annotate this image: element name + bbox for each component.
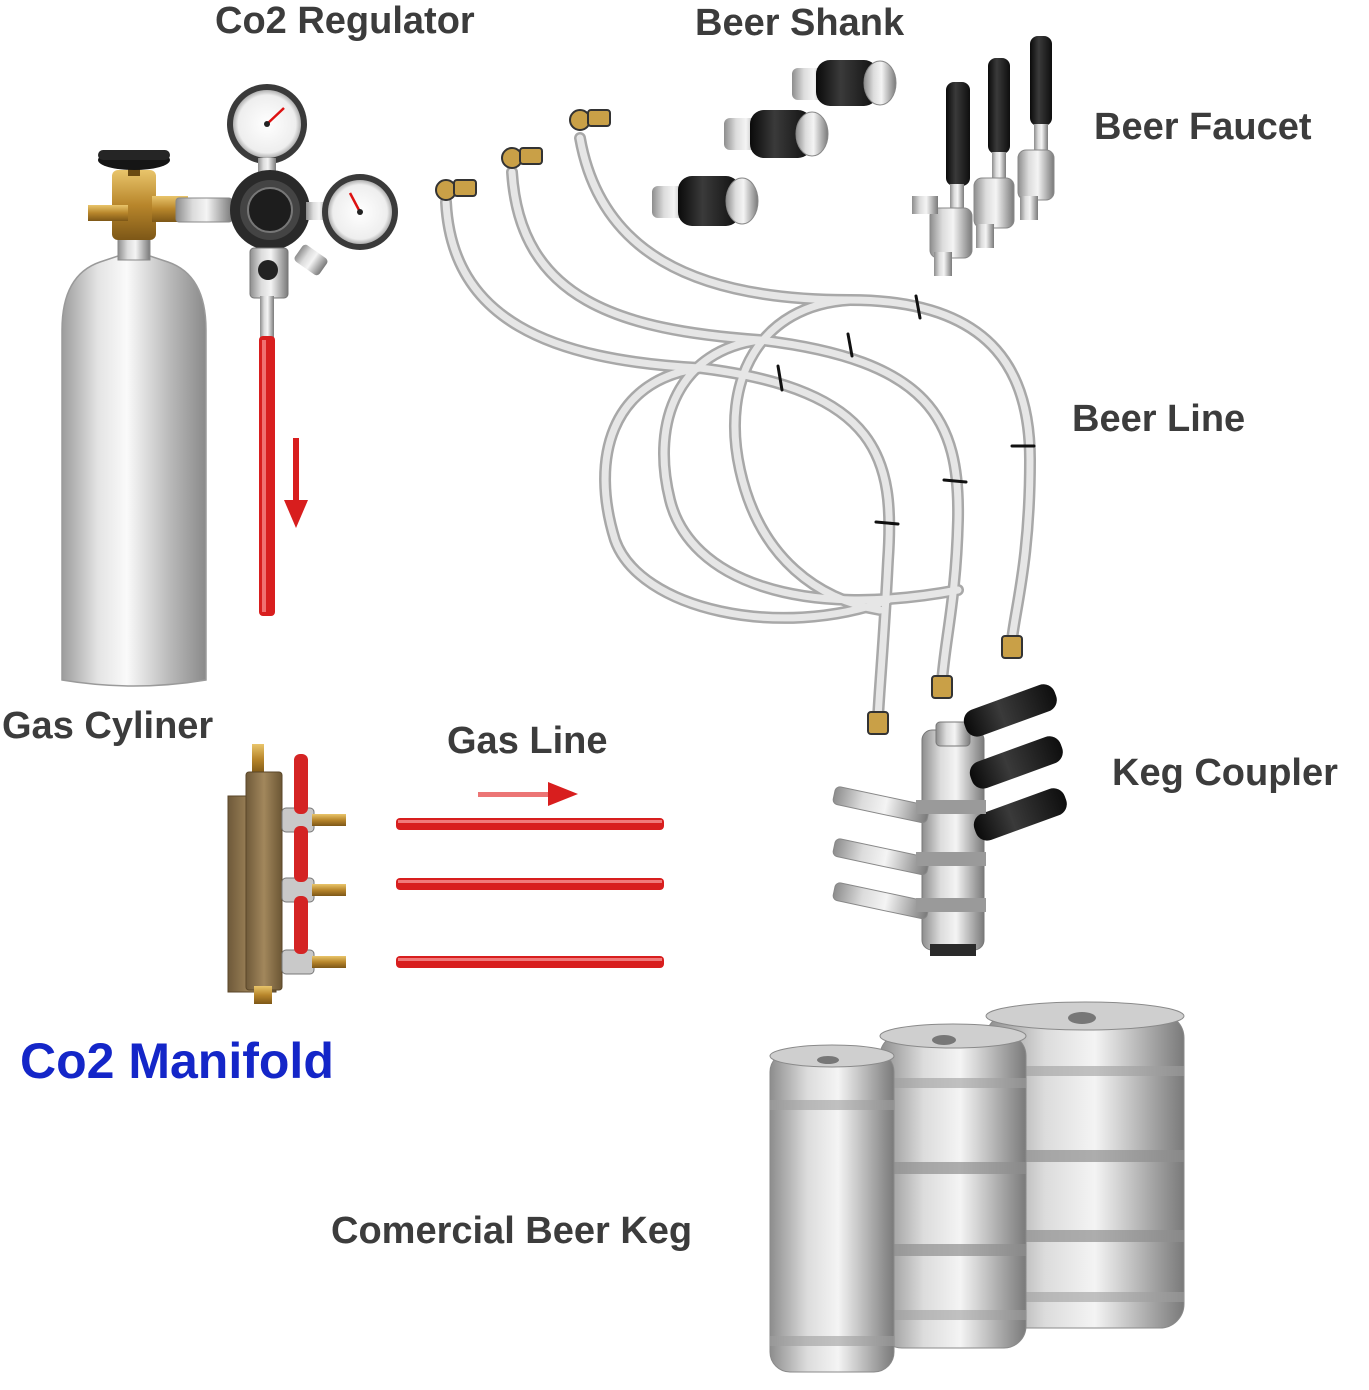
beer-keg (769, 1044, 895, 1373)
label-gas-line: Gas Line (447, 720, 608, 762)
beer-keg (879, 1023, 1027, 1349)
beer-shank (792, 60, 897, 106)
label-gas-cylinder: Gas Cyliner (2, 705, 214, 747)
label-keg-coupler: Keg Coupler (1112, 752, 1338, 794)
regulator-gas-line (259, 336, 308, 616)
label-commercial-beer-keg: Comercial Beer Keg (331, 1210, 693, 1252)
beer-keg-group (769, 1001, 1185, 1373)
label-beer-faucet: Beer Faucet (1094, 106, 1312, 148)
beer-faucet-group (912, 36, 1055, 276)
keg-coupler-group (832, 684, 1067, 956)
label-co2-regulator: Co2 Regulator (215, 0, 475, 42)
gas-line-group (396, 782, 664, 968)
beer-shank (724, 110, 829, 158)
co2-regulator (227, 84, 398, 338)
beer-shank (652, 176, 759, 226)
gas-line (396, 878, 664, 890)
label-beer-line: Beer Line (1072, 398, 1246, 440)
gas-line (396, 818, 664, 830)
label-co2-manifold: Co2 Manifold (20, 1033, 334, 1089)
label-beer-shank: Beer Shank (695, 2, 905, 44)
gas-cylinder (61, 150, 233, 687)
beer-faucet (973, 58, 1015, 248)
beer-faucet (912, 82, 973, 276)
beer-faucet (1017, 36, 1055, 220)
beer-shank-group (652, 60, 897, 226)
beer-line-group (435, 109, 1037, 735)
co2-manifold (227, 744, 346, 1004)
beer-keg (985, 1001, 1185, 1329)
gas-line (396, 956, 664, 968)
